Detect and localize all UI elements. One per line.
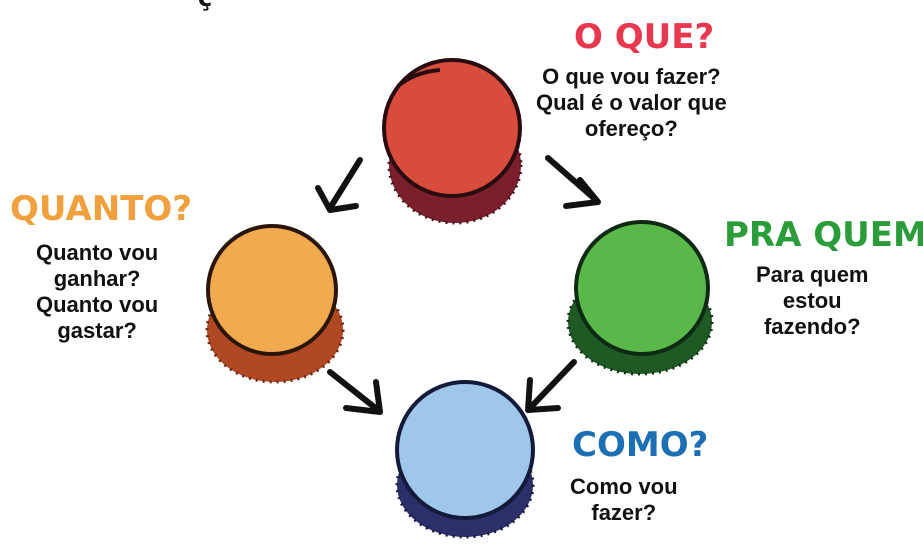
circle-who — [566, 220, 714, 376]
arrow-what-to-who — [545, 155, 601, 209]
circle-howmuch — [205, 224, 345, 384]
circle-what — [382, 58, 523, 225]
desc-how-line: fazer? — [591, 500, 657, 525]
desc-what-line: Qual é o valor que — [536, 90, 727, 115]
desc-what: O que vou fazer? Qual é o valor que ofer… — [536, 64, 727, 142]
desc-what-line: O que vou fazer? — [542, 64, 721, 89]
circle-how — [395, 380, 535, 539]
desc-howmuch-line: gastar? — [57, 318, 137, 343]
top-cropped-fragment: ç — [198, 0, 212, 10]
heading-how: COMO? — [572, 425, 709, 465]
desc-who-line: fazendo? — [763, 314, 861, 339]
desc-howmuch-line: Quanto vou — [36, 240, 159, 265]
desc-what-line: ofereço? — [584, 116, 678, 141]
arrow-what-to-howmuch — [315, 157, 363, 213]
desc-who: Para quem estou fazendo? — [756, 262, 869, 340]
desc-how: Como vou fazer? — [570, 474, 678, 526]
desc-who-line: estou — [782, 288, 842, 313]
heading-howmuch: QUANTO? — [10, 189, 193, 229]
arrow-who-to-how — [525, 359, 577, 413]
desc-howmuch: Quanto vou ganhar? Quanto vou gastar? — [36, 240, 158, 344]
heading-who: PRA QUEM? — [724, 215, 923, 255]
desc-who-line: Para quem — [756, 262, 869, 287]
heading-what: O QUE? — [574, 17, 715, 57]
desc-how-line: Como vou — [570, 474, 678, 499]
arrow-howmuch-to-how — [327, 369, 383, 415]
desc-howmuch-line: Quanto vou — [36, 292, 159, 317]
desc-howmuch-line: ganhar? — [53, 266, 141, 291]
